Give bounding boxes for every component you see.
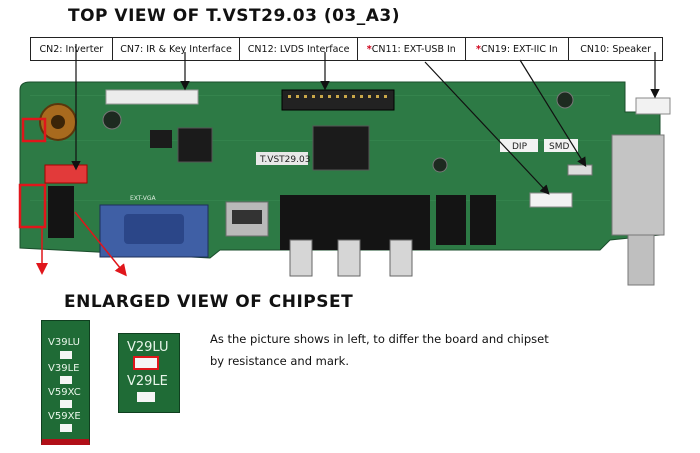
red-box-highlight (18, 183, 47, 229)
connector-label: CN19: EXT-IIC In (481, 43, 558, 55)
ext-vga-label: EXT-VGA (130, 195, 156, 202)
rca-jack (289, 239, 313, 277)
connector-legend: CN2: Inverter CN7: IR & Key Interface CN… (30, 37, 663, 61)
star-mark: * (476, 43, 481, 55)
arrow-cn19 (519, 59, 587, 168)
rca-jack (389, 239, 413, 277)
arrow-red-diag (74, 211, 127, 277)
connector-label: CN12: LVDS Interface (247, 43, 350, 55)
cn7-header (105, 89, 199, 105)
page-title: TOP VIEW OF T.VST29.03 (03_A3) (68, 6, 401, 26)
chip-label: V59XE (48, 411, 81, 422)
cn2-highlight (44, 164, 88, 184)
chip-label: V29LU (127, 340, 169, 355)
chip-label: V39LE (48, 363, 80, 374)
connector-cn11: *CN11: EXT-USB In (358, 38, 466, 60)
chip-label: V59XC (48, 387, 81, 398)
connector-label: CN2: Inverter (39, 43, 104, 55)
connector-cn7: CN7: IR & Key Interface (113, 38, 241, 60)
connector-cn10: CN10: Speaker (569, 38, 662, 60)
description: As the picture shows in left, to differ … (210, 328, 610, 372)
cn11-connector (529, 192, 573, 208)
red-box-highlight (21, 117, 47, 143)
chipset-small: V39LU V39LE V59XC V59XE (41, 320, 90, 445)
lvds-header (281, 89, 395, 111)
connector-label: CN10: Speaker (580, 43, 651, 55)
cn10-connector (635, 97, 671, 115)
board-top-view: T.VST29.03 EXT-VGA DIP SMD (18, 44, 671, 286)
cn19-connector (567, 164, 593, 176)
arrow-cn11 (424, 61, 550, 195)
rca-jack (337, 239, 361, 277)
star-mark: * (366, 43, 372, 55)
connector-cn12: CN12: LVDS Interface (240, 38, 358, 60)
smd-label: SMD (549, 142, 569, 152)
section-title: ENLARGED VIEW OF CHIPSET (64, 292, 354, 312)
connector-cn2: CN2: Inverter (31, 38, 113, 60)
chip-label: V39LU (48, 337, 80, 348)
tuner (611, 134, 665, 236)
chipset-large: V29LU V29LE (118, 333, 180, 413)
connector-cn19: *CN19: EXT-IIC In (466, 38, 570, 60)
main-chip (312, 125, 370, 171)
connector-label: CN7: IR & Key Interface (120, 43, 232, 55)
chip-label: V29LE (127, 374, 168, 389)
model-label: T.VST29.03 (259, 155, 310, 165)
description-line: As the picture shows in left, to differ … (210, 332, 549, 346)
dip-label: DIP (512, 142, 528, 152)
connector-label: CN11: EXT-USB In (371, 43, 456, 55)
description-line: by resistance and mark. (210, 354, 349, 368)
red-box-highlight (133, 356, 159, 370)
